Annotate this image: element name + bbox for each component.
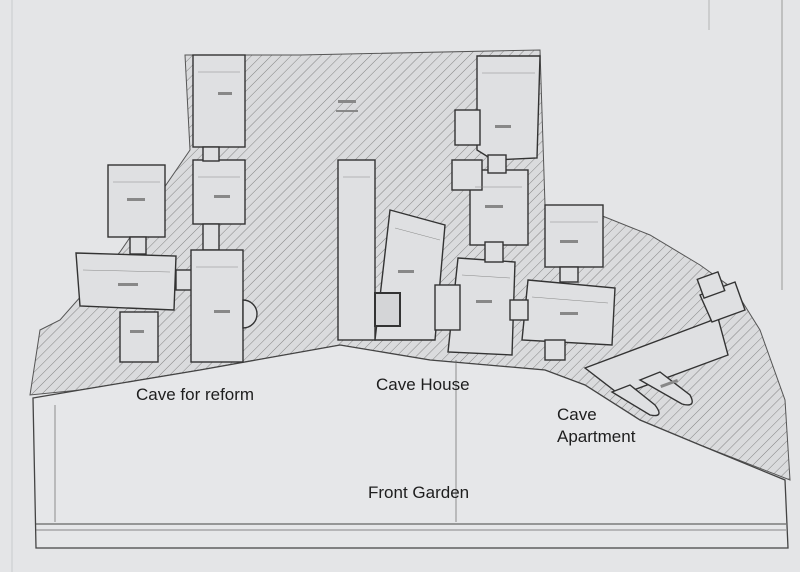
cave-apartment-rooms bbox=[583, 270, 746, 417]
corridor bbox=[509, 299, 529, 321]
corridor bbox=[559, 266, 579, 283]
room-lobe bbox=[638, 371, 693, 406]
corridor bbox=[484, 241, 504, 263]
room bbox=[544, 204, 604, 268]
label-cave-apartment-line2: Apartment bbox=[557, 427, 636, 446]
corridor bbox=[129, 236, 147, 255]
room-niche bbox=[242, 299, 258, 329]
label-cave-house: Cave House bbox=[376, 375, 470, 394]
corridor bbox=[544, 339, 566, 361]
corridor bbox=[454, 109, 481, 146]
room bbox=[696, 270, 726, 300]
room bbox=[119, 311, 159, 363]
room-annotations bbox=[82, 71, 679, 388]
room bbox=[374, 292, 401, 327]
corridor bbox=[434, 284, 461, 331]
label-front-garden: Front Garden bbox=[368, 483, 469, 502]
corridor bbox=[487, 154, 507, 174]
corridor bbox=[175, 269, 193, 291]
room bbox=[192, 54, 246, 148]
room bbox=[476, 55, 541, 161]
corridor bbox=[202, 146, 220, 162]
room bbox=[75, 252, 177, 311]
corridor bbox=[451, 159, 483, 191]
room bbox=[190, 249, 244, 363]
front-garden-area bbox=[32, 344, 789, 549]
room bbox=[583, 317, 729, 396]
room bbox=[192, 159, 246, 225]
room-lobe bbox=[610, 384, 660, 417]
room bbox=[337, 159, 376, 341]
label-cave-apartment-line1: Cave bbox=[557, 405, 597, 424]
corridor bbox=[202, 223, 220, 251]
label-cave-for-reform: Cave for reform bbox=[136, 385, 254, 404]
